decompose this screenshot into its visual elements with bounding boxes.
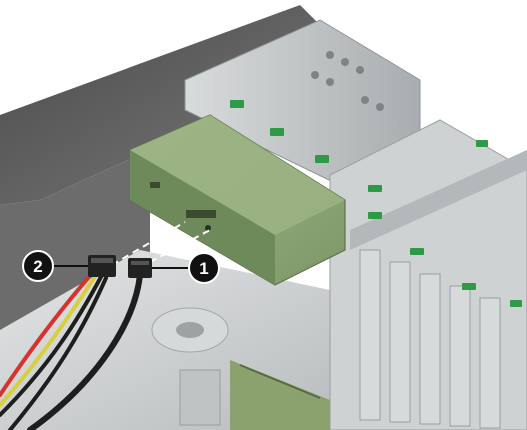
callout-number: 2 [33, 257, 42, 276]
callout-number: 1 [199, 259, 208, 278]
callout-badge-1: 1 [189, 253, 219, 283]
callout-badge-2: 2 [23, 251, 53, 281]
